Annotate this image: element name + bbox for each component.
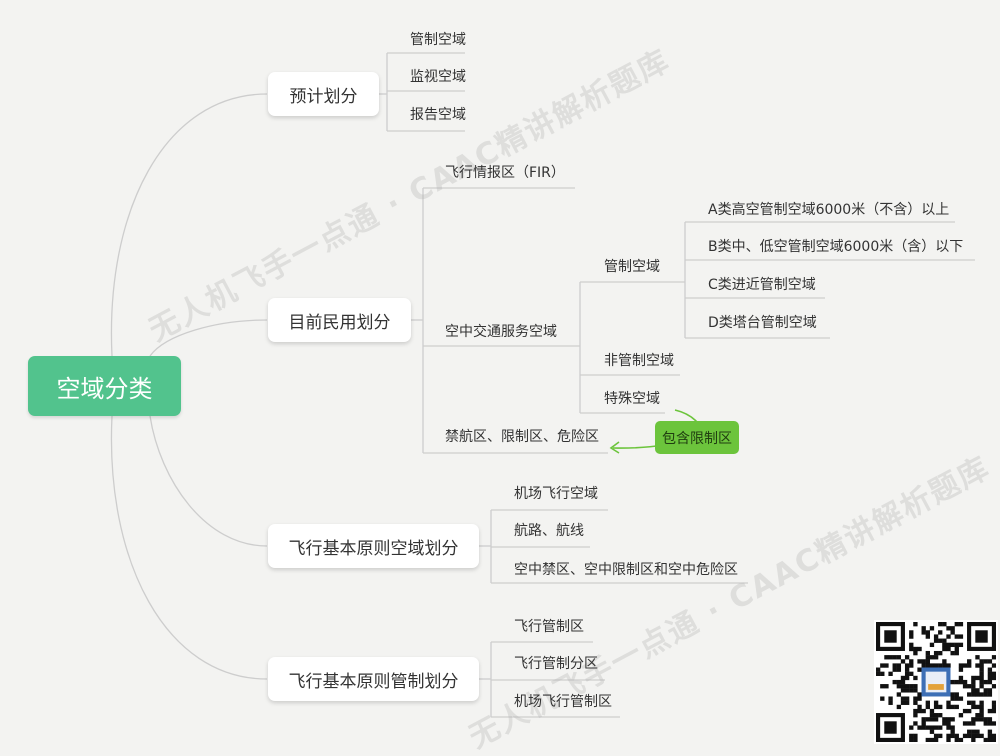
branch-label: 飞行基本原则管制划分 <box>288 671 459 692</box>
leaf-node[interactable]: 飞行管制分区 <box>514 656 598 672</box>
link-root-b2 <box>149 319 268 357</box>
branch-current-civil-division[interactable]: 目前民用划分 <box>268 298 411 342</box>
leaf-node[interactable]: 监视空域 <box>410 69 466 85</box>
leaf-uncontrolled-airspace[interactable]: 非管制空域 <box>604 353 674 369</box>
root-label: 空域分类 <box>56 374 153 403</box>
leaf-node[interactable]: 机场飞行空域 <box>514 486 598 502</box>
callout-includes-restricted[interactable]: 包含限制区 <box>655 421 739 454</box>
leaf-fir[interactable]: 飞行情报区（FIR） <box>445 165 565 181</box>
leaf-node[interactable]: 管制空域 <box>410 32 466 48</box>
node-atc-space[interactable]: 空中交通服务空域 <box>445 324 557 340</box>
qr-code-icon <box>876 622 996 742</box>
leaf-node[interactable]: 报告空域 <box>410 107 466 123</box>
root-node[interactable]: 空域分类 <box>28 356 181 416</box>
leaf-restricted-zones[interactable]: 禁航区、限制区、危险区 <box>445 429 599 445</box>
qr-code <box>874 620 998 744</box>
leaf-class-b[interactable]: B类中、低空管制空域6000米（含）以下 <box>708 239 964 255</box>
link-root-b3 <box>149 415 268 547</box>
link-root-b1 <box>110 93 268 357</box>
leaf-node[interactable]: 航路、航线 <box>514 523 584 539</box>
node-controlled-airspace[interactable]: 管制空域 <box>604 259 660 275</box>
leaf-node[interactable]: 机场飞行管制区 <box>514 694 612 710</box>
leaf-special-airspace[interactable]: 特殊空域 <box>604 391 660 407</box>
leaf-class-a[interactable]: A类高空管制空域6000米（不含）以上 <box>708 202 950 218</box>
branch-flight-principle-control[interactable]: 飞行基本原则管制划分 <box>268 657 479 701</box>
link-root-b4 <box>110 415 268 680</box>
leaf-node[interactable]: 空中禁区、空中限制区和空中危险区 <box>514 562 738 578</box>
branch-label: 预计划分 <box>289 86 358 107</box>
branch-label: 目前民用划分 <box>288 312 391 333</box>
branch-label: 飞行基本原则空域划分 <box>288 538 459 559</box>
leaf-class-d[interactable]: D类塔台管制空域 <box>708 315 817 331</box>
leaf-class-c[interactable]: C类进近管制空域 <box>708 277 816 293</box>
branch-flight-principle-airspace[interactable]: 飞行基本原则空域划分 <box>268 524 479 568</box>
branch-planned-division[interactable]: 预计划分 <box>268 72 379 116</box>
callout-label: 包含限制区 <box>662 430 732 447</box>
leaf-node[interactable]: 飞行管制区 <box>514 619 584 635</box>
